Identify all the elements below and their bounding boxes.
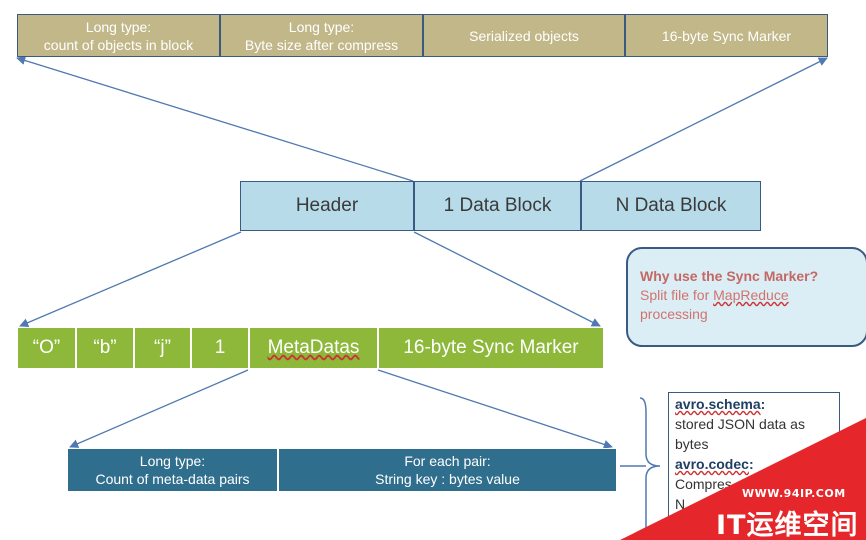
metadatas-cell: MetaDatas <box>249 327 378 369</box>
callout-answer-link: MapReduce <box>713 287 789 303</box>
meta-line-right <box>377 369 613 449</box>
watermark-url: WWW.94IP.COM <box>742 487 846 500</box>
codec-desc: Compres <box>675 476 732 492</box>
block-count-line1: Long type: <box>85 18 152 35</box>
meta-each-pair-line2: String key : bytes value <box>375 471 520 487</box>
serialized-objects-cell: Serialized objects <box>423 14 625 57</box>
codec-colon: : <box>748 456 754 472</box>
callout-answer: Split file for MapReduce <box>640 286 856 305</box>
header-line-right <box>413 231 601 327</box>
callout-answer-prefix: Split file for <box>640 287 714 303</box>
watermark-title: IT运维空间 <box>716 510 859 540</box>
header-line-left <box>19 231 242 327</box>
meta-pair-count-line2: Count of meta-data pairs <box>95 471 250 487</box>
magic-j-cell: “j” <box>134 327 191 369</box>
block-size-line2: Byte size after compress <box>244 36 399 53</box>
header-cell: Header <box>240 181 414 231</box>
meta-each-pair-line1: For each pair: <box>404 453 491 469</box>
magic-b-cell: “b” <box>76 327 134 369</box>
watermark-triangle <box>620 418 866 540</box>
expand-line-left <box>16 56 414 182</box>
sync-marker-callout: Why use the Sync Marker? Split file for … <box>626 247 866 347</box>
block-size-cell: Long type: Byte size after compress <box>220 14 423 57</box>
meta-line-left <box>69 369 249 448</box>
codec-tail: N <box>675 496 686 512</box>
expand-line-right <box>579 57 828 182</box>
callout-answer-suffix: processing <box>640 306 708 322</box>
version-cell: 1 <box>191 327 249 369</box>
codec-key-line: avro.codec: <box>675 454 833 474</box>
schema-key: avro.schema <box>675 396 761 412</box>
block-sync-marker-cell: 16-byte Sync Marker <box>625 14 828 57</box>
meta-pair-count-cell: Long type: Count of meta-data pairs <box>67 448 278 492</box>
meta-each-pair-cell: For each pair: String key : bytes value <box>278 448 617 492</box>
n-data-block-cell: N Data Block <box>581 181 761 231</box>
schema-key-line: avro.schema: <box>675 394 833 414</box>
metadatas-label: MetaDatas <box>267 337 360 358</box>
codec-key: avro.codec <box>675 456 749 472</box>
meta-pair-count-line1: Long type: <box>139 453 206 469</box>
schema-desc: stored JSON data as bytes <box>675 416 805 452</box>
header-sync-marker-cell: 16-byte Sync Marker <box>378 327 604 369</box>
one-data-block-cell: 1 Data Block <box>414 181 581 231</box>
block-size-line1: Long type: <box>288 18 355 35</box>
block-count-line2: count of objects in block <box>43 36 194 53</box>
block-count-cell: Long type: count of objects in block <box>17 14 220 57</box>
brace <box>639 397 661 540</box>
callout-question: Why use the Sync Marker? <box>640 268 819 284</box>
schema-colon: : <box>760 396 766 412</box>
magic-o-cell: “O” <box>17 327 76 369</box>
